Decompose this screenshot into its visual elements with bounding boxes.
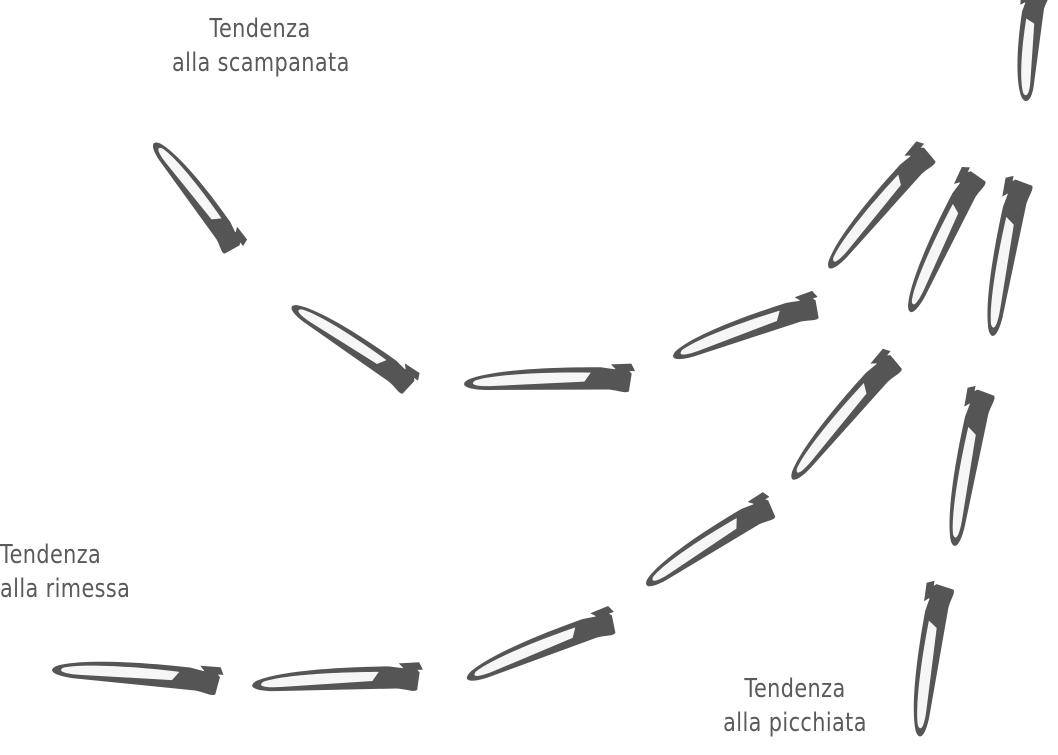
wing-silhouette: [817, 138, 941, 277]
label-dive-line1: Tendenza: [744, 674, 846, 704]
wing-silhouette: [668, 289, 825, 370]
label-dive-tendency: Tendenza alla picchiata: [719, 672, 871, 740]
wing-silhouette: [905, 579, 956, 739]
wing-silhouette: [143, 134, 249, 259]
wing-silhouette: [940, 384, 997, 549]
wing-silhouette: [781, 346, 907, 489]
wing-silhouette: [251, 662, 424, 700]
label-recovery-line1: Tendenza: [0, 540, 102, 570]
wing-silhouette: [461, 604, 622, 692]
label-dive-line2: alla picchiata: [723, 708, 867, 738]
label-flare-line1: Tendenza: [209, 14, 311, 44]
wing-silhouette: [284, 295, 422, 398]
label-flare-tendency: Tendenza alla scampanata: [172, 12, 350, 80]
wing-silhouette: [463, 363, 636, 398]
label-flare-line2: alla scampanata: [172, 48, 350, 78]
wing-silhouette: [978, 174, 1035, 339]
wing-silhouette: [1011, 0, 1049, 103]
wing-silhouette: [897, 164, 989, 318]
wing-silhouette: [638, 490, 781, 597]
label-recovery-tendency: Tendenza alla rimessa: [0, 538, 152, 606]
wing-silhouette: [51, 655, 225, 696]
label-recovery-line2: alla rimessa: [0, 574, 131, 604]
